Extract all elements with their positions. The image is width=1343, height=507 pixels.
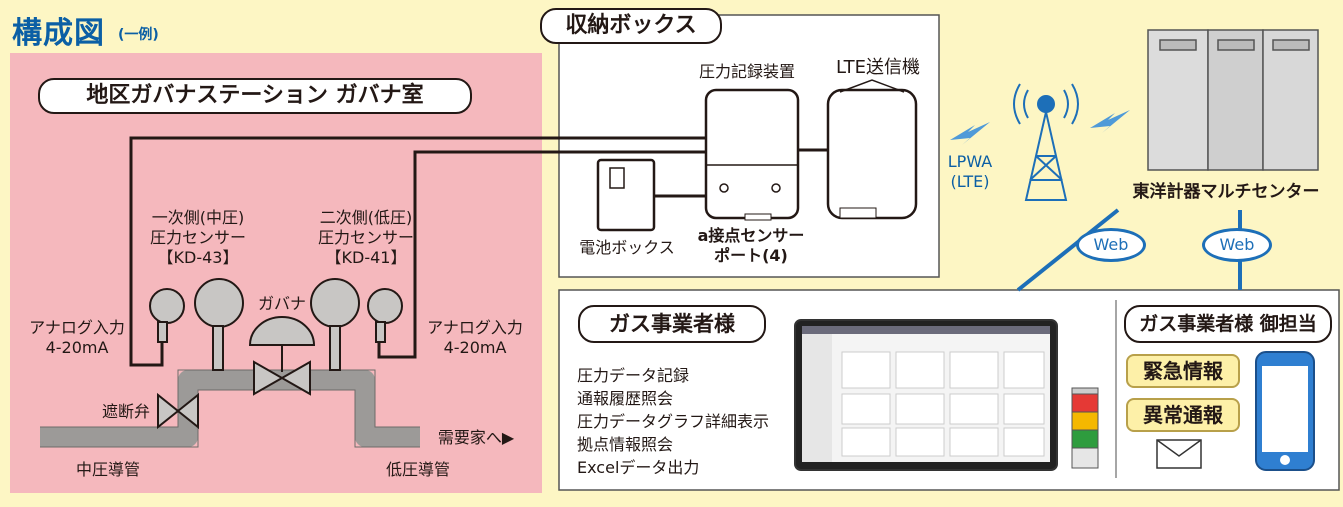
storage-box-label: 収納ボックス [540,8,722,44]
feature-item: 圧力データ記録 [577,366,690,385]
battery-box-label: 電池ボックス [579,238,675,257]
shutoff-valve-label: 遮断弁 [101,402,150,421]
feature-item: 通報履歴照会 [577,389,674,408]
lte-transmitter-device [826,79,918,220]
radio-signal [950,110,1130,145]
station-area [10,53,542,493]
station-label: 地区ガバナステーション ガバナ室 [38,78,472,114]
page-title: 構成図 [12,16,105,51]
lpwa-label: LPWA (LTE) [947,152,993,191]
emergency-info-badge: 緊急情報 [1126,354,1240,388]
mid-pressure-pipe-label: 中圧導管 [75,460,140,479]
center-label: 東洋計器マルチセンター [1132,182,1320,202]
smartphone-icon [1255,351,1315,471]
feature-item: Excelデータ出力 [577,458,700,477]
signal-light [1071,387,1099,469]
shutoff-valve [157,392,199,430]
lte-transmitter-label: LTE送信機 [836,57,920,78]
analog-left-label: アナログ入力 4-20mA [29,318,125,357]
to-consumer-label: 需要家へ▶ [437,428,515,447]
gas-operator-staff-label: ガス事業者様 御担当 [1124,305,1332,343]
contact-port-label: a接点センサー ポート(4) [697,226,805,265]
gas-operator-label: ガス事業者様 [578,305,766,343]
sensor-secondary [310,278,403,371]
analog-right-label: アナログ入力 4-20mA [427,318,523,357]
web-left-badge: Web [1076,228,1146,262]
page-subtitle: (一例) [118,27,159,43]
low-pressure-pipe-label: 低圧導管 [385,460,450,479]
web-right-badge: Web [1202,228,1272,262]
pressure-recorder-label: 圧力記録装置 [698,62,795,81]
pressure-recorder-device [704,88,800,221]
governor-label: ガバナ [257,294,306,313]
sensor-primary [149,278,244,371]
server-racks [1147,29,1319,171]
battery-box-device [596,158,656,232]
sensor-primary-label: 一次側(中圧) 圧力センサー 【KD-43】 [149,208,246,267]
monitor-screen [794,319,1058,471]
lte-tower [1013,83,1079,201]
governor [248,316,316,396]
mail-icon [1156,439,1202,469]
abnormal-alert-badge: 異常通報 [1126,398,1240,432]
sensor-secondary-label: 二次側(低圧) 圧力センサー 【KD-41】 [317,208,414,267]
feature-item: 圧力データグラフ詳細表示 [577,412,770,431]
feature-item: 拠点情報照会 [577,435,674,454]
